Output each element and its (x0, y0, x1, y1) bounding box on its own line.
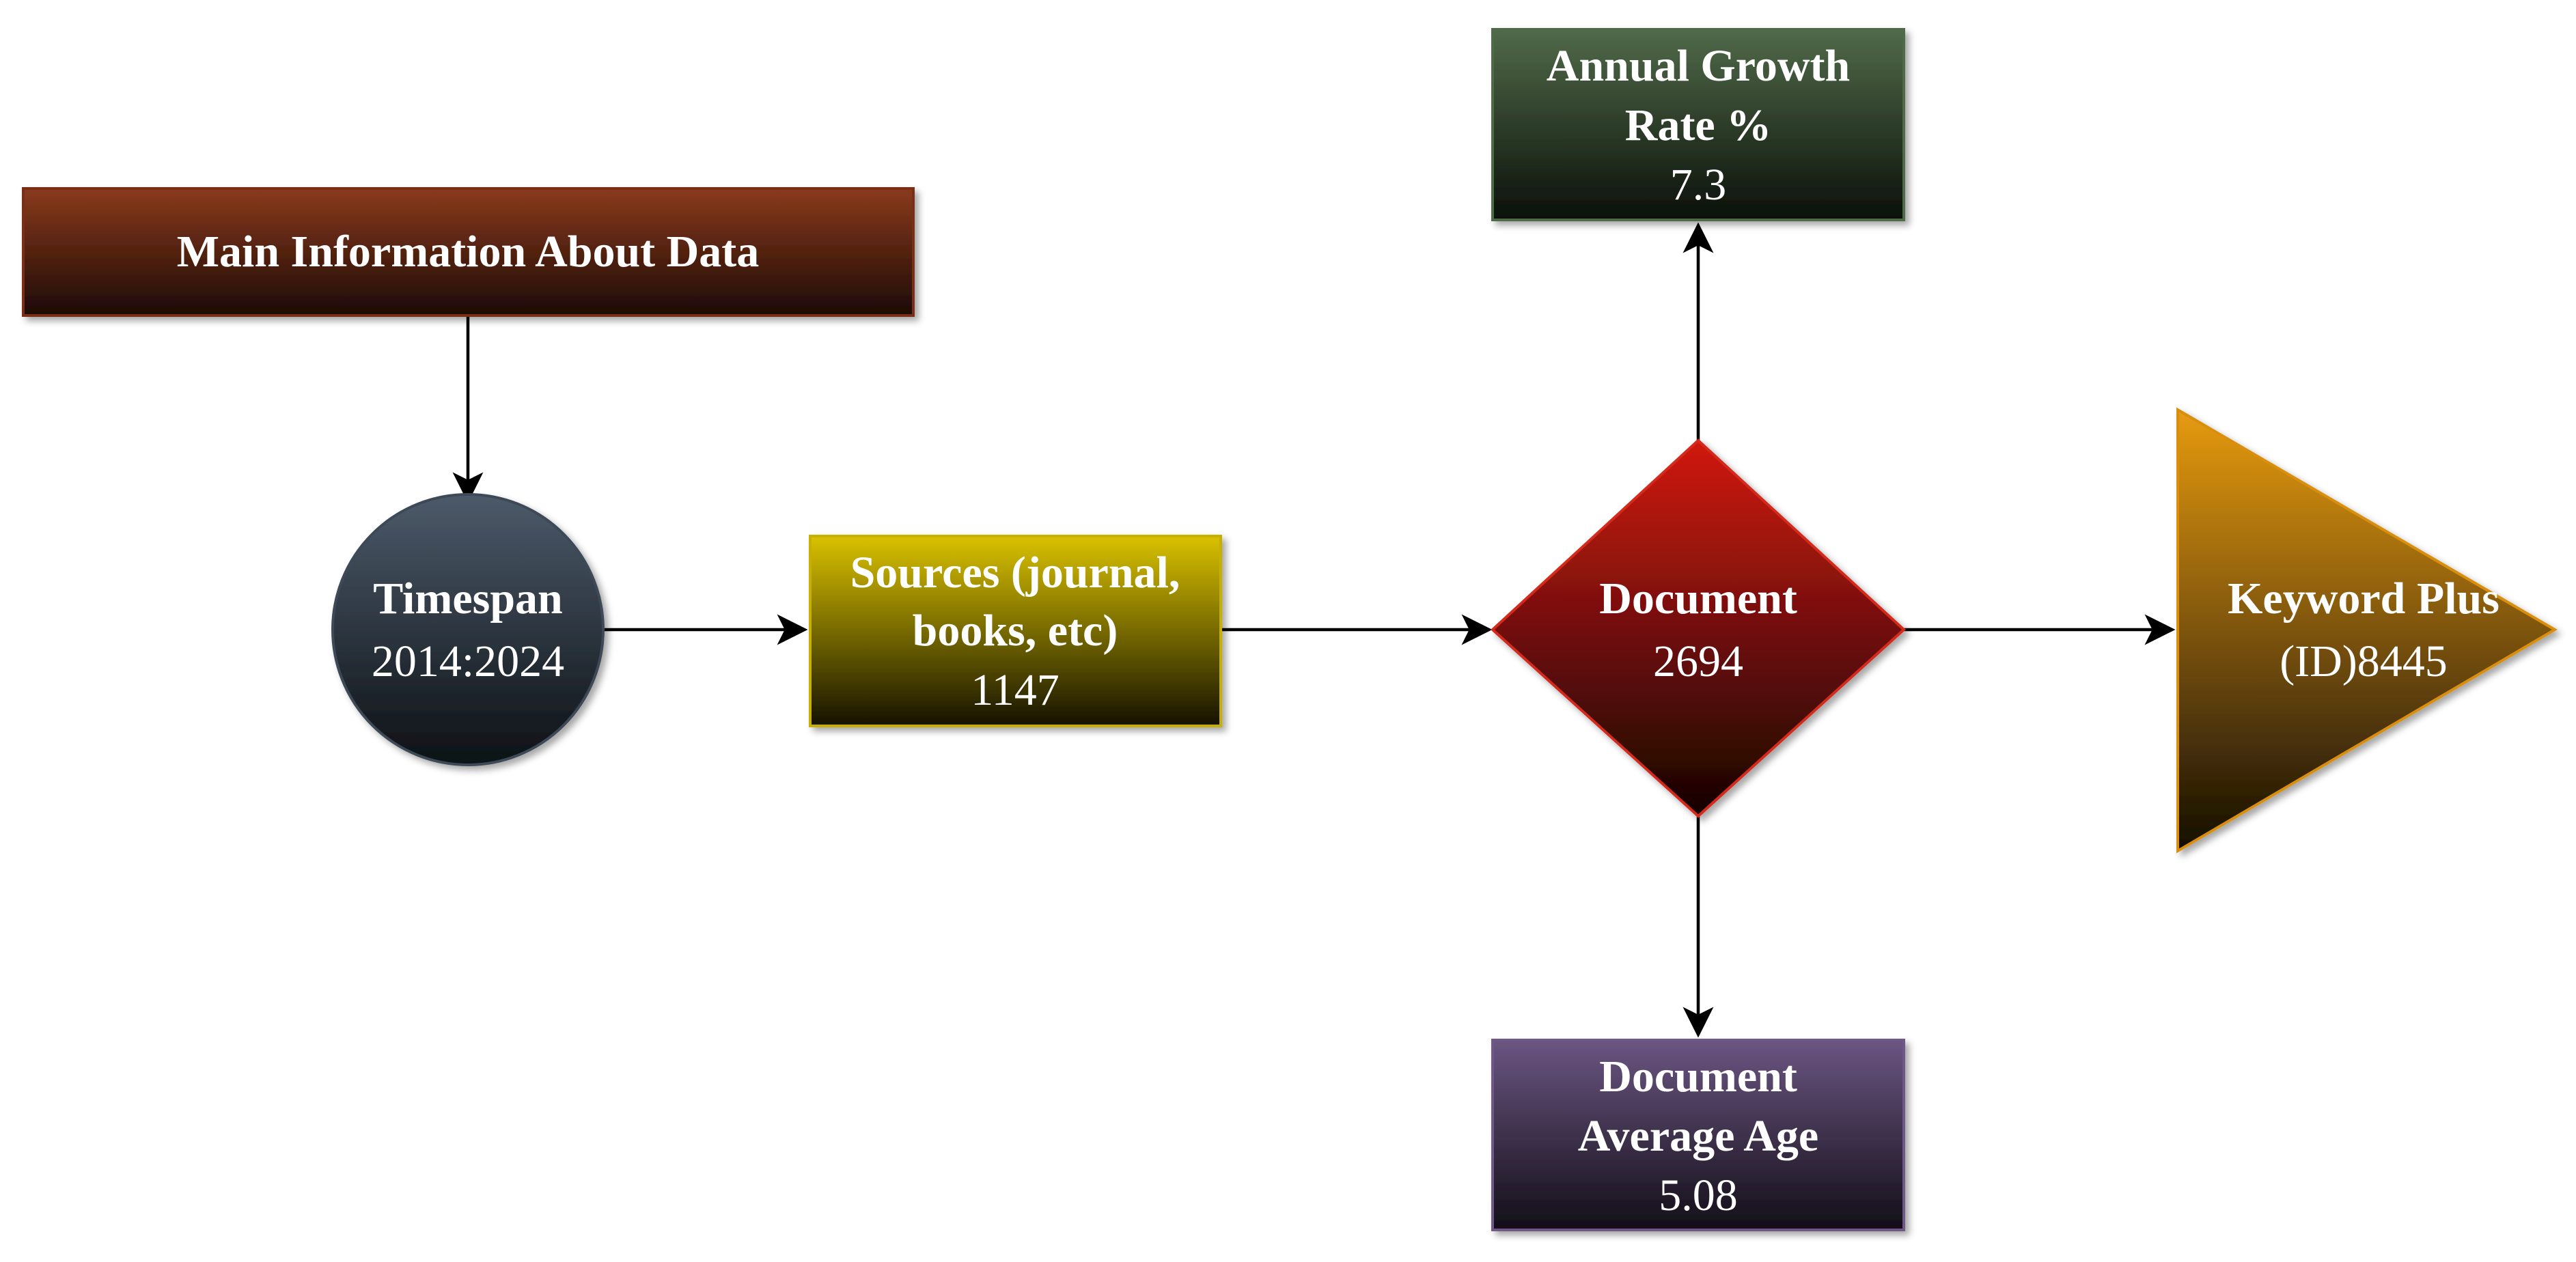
sources-label-line2: books, etc) (913, 606, 1118, 656)
sources-label-line1: Sources (journal, (850, 548, 1180, 598)
keyword-plus-label-line1: Keyword Plus (2228, 574, 2499, 623)
document-diamond (1491, 438, 1906, 818)
annual-growth-value: 7.3 (1670, 160, 1727, 210)
sources-box (809, 535, 1222, 727)
node-main-information: Main Information About Data (22, 187, 915, 317)
document-value: 2694 (1653, 636, 1743, 686)
node-annual-growth-rate: Annual Growth Rate % 7.3 (1491, 28, 1905, 221)
keyword-plus-label-line2: (ID)8445 (2280, 636, 2448, 686)
average-age-label-line2: Average Age (1578, 1111, 1818, 1161)
node-sources: Sources (journal, books, etc) 1147 (809, 535, 1222, 727)
main-information-label: Main Information About Data (177, 227, 760, 277)
node-document-average-age: Document Average Age 5.08 (1491, 1039, 1905, 1231)
main-information-box (22, 187, 915, 317)
edges (452, 222, 2176, 1038)
document-label: Document (1599, 574, 1797, 623)
node-timespan: Timespan 2014:2024 (331, 493, 605, 766)
keyword-plus-triangle (2176, 407, 2558, 854)
average-age-value: 5.08 (1659, 1170, 1738, 1220)
timespan-circle (331, 493, 605, 766)
timespan-value: 2014:2024 (372, 636, 564, 686)
timespan-label: Timespan (373, 574, 563, 623)
annual-growth-label-line2: Rate % (1625, 100, 1771, 150)
average-age-label-line1: Document (1599, 1052, 1797, 1102)
average-age-box (1491, 1039, 1905, 1231)
annual-growth-box (1491, 28, 1905, 221)
node-keyword-plus: Keyword Plus (ID)8445 (2176, 407, 2558, 854)
annual-growth-label-line1: Annual Growth (1547, 41, 1850, 91)
node-document: Document 2694 (1491, 438, 1906, 818)
sources-value: 1147 (971, 665, 1060, 715)
